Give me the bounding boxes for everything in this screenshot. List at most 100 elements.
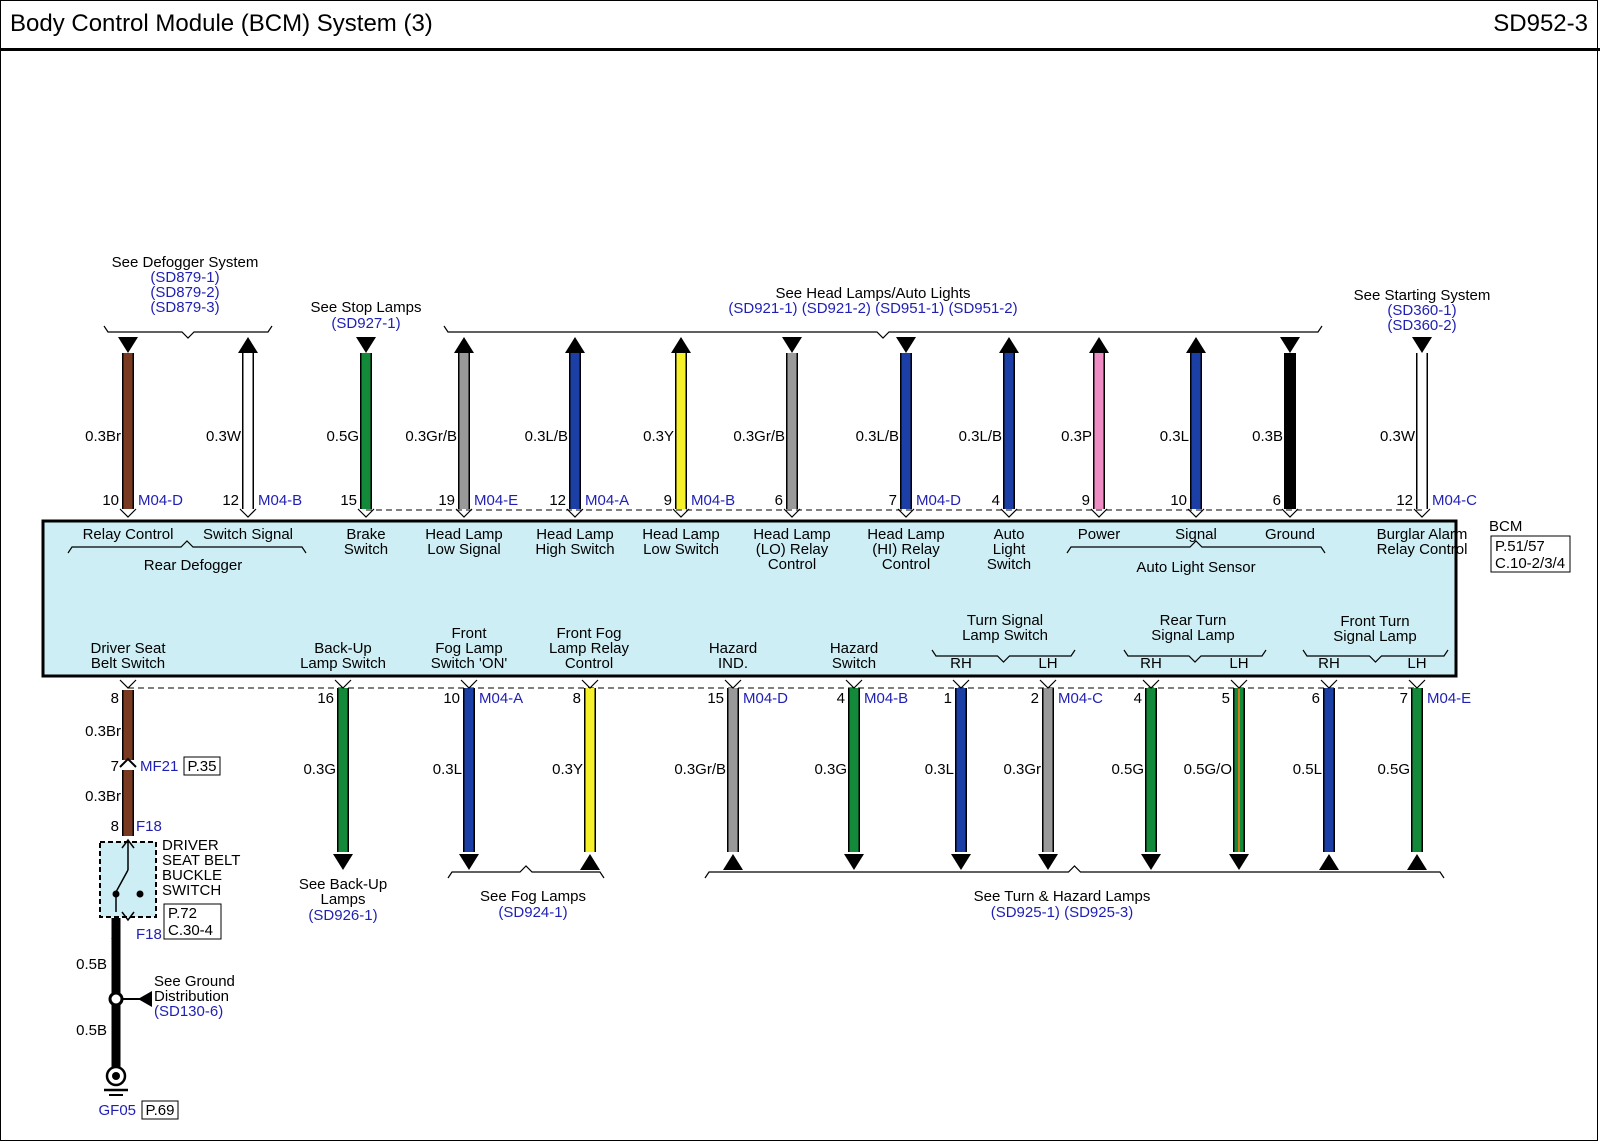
side-label: RH bbox=[1140, 655, 1162, 672]
bottom-arrow-4 bbox=[723, 854, 743, 870]
ref-title-starting-system: See Starting System bbox=[1354, 287, 1491, 304]
top-function-label: Control bbox=[882, 556, 930, 573]
bottom-wire-spec: 0.5G bbox=[1377, 761, 1410, 778]
top-wire-spec: 0.3W bbox=[1380, 428, 1416, 445]
turn-signal-switch-brace bbox=[931, 649, 1076, 663]
seatbelt-spec-2: 0.3Br bbox=[85, 788, 121, 805]
module-connector: C.10-2/3/4 bbox=[1495, 555, 1565, 572]
top-function-label: Low Switch bbox=[643, 541, 719, 558]
top-pin-number: 6 bbox=[1273, 492, 1281, 509]
top-function-label: Signal bbox=[1175, 526, 1217, 543]
rear-turn-brace bbox=[1123, 649, 1267, 663]
top-arrow-3 bbox=[356, 337, 376, 353]
top-pin-number: 12 bbox=[1396, 492, 1413, 509]
switch-pin-top: 8 bbox=[111, 818, 119, 835]
top-function-label: Light bbox=[993, 541, 1026, 558]
side-label: LH bbox=[1229, 655, 1248, 672]
bottom-pin-mark bbox=[952, 679, 970, 689]
bottom-arrow-3 bbox=[580, 854, 600, 870]
page-title: Body Control Module (BCM) System (3) bbox=[10, 10, 433, 37]
top-pin-number: 4 bbox=[992, 492, 1000, 509]
splice-page-box bbox=[183, 756, 221, 776]
bottom-pin-number: 8 bbox=[573, 690, 581, 707]
ref-title-turn-hazard: See Turn & Hazard Lamps bbox=[974, 888, 1151, 905]
bottom-wire-spec: 0.3L bbox=[925, 761, 954, 778]
top-pin-number: 9 bbox=[1082, 492, 1090, 509]
switch-contact bbox=[136, 890, 144, 898]
ref-code-head-lamps: (SD921-1) (SD921-2) (SD951-1) (SD951-2) bbox=[728, 300, 1017, 317]
bottom-pin-number: 4 bbox=[1134, 690, 1142, 707]
top-wire-spec: 0.3L/B bbox=[959, 428, 1002, 445]
top-function-label: (LO) Relay bbox=[756, 541, 829, 558]
top-function-label: Head Lamp bbox=[753, 526, 831, 543]
ground-ref-code: (SD130-6) bbox=[154, 1003, 223, 1020]
bottom-pin-number: 7 bbox=[1400, 690, 1408, 707]
ref-code-starting-system: (SD360-2) bbox=[1387, 317, 1456, 334]
top-pin-number: 15 bbox=[340, 492, 357, 509]
top-function-label: Low Signal bbox=[427, 541, 500, 558]
top-arrow-8 bbox=[896, 337, 916, 353]
bottom-function-label: Control bbox=[565, 655, 613, 672]
module-name: BCM bbox=[1489, 518, 1522, 535]
top-arrow-10 bbox=[1089, 337, 1109, 353]
top-function-label: Head Lamp bbox=[642, 526, 720, 543]
top-pin-mark bbox=[239, 508, 257, 518]
side-label: LH bbox=[1038, 655, 1057, 672]
top-connector-id: M04-B bbox=[258, 492, 302, 509]
top-arrow-2 bbox=[238, 337, 258, 353]
turn-hazard-brace bbox=[704, 865, 1445, 879]
ref-code-stop-lamps: (SD927-1) bbox=[331, 315, 400, 332]
ref-title-fog-lamps: See Fog Lamps bbox=[480, 888, 586, 905]
ground-spec-2: 0.5B bbox=[76, 1022, 107, 1039]
bottom-wire-spec: 0.3Gr/B bbox=[674, 761, 726, 778]
top-function-label: Switch bbox=[987, 556, 1031, 573]
rear-defogger-brace bbox=[67, 540, 307, 554]
top-arrow-11 bbox=[1186, 337, 1206, 353]
top-pin-mark bbox=[455, 508, 473, 518]
ground-page: P.69 bbox=[146, 1102, 175, 1119]
bottom-pin-mark bbox=[334, 679, 352, 689]
top-connector-id: M04-E bbox=[474, 492, 518, 509]
top-function-label: Power bbox=[1078, 526, 1121, 543]
splice-mark bbox=[119, 757, 137, 768]
top-function-label: Head Lamp bbox=[867, 526, 945, 543]
bottom-connector-id: M04-D bbox=[743, 690, 788, 707]
bottom-function-label: Hazard bbox=[709, 640, 757, 657]
seatbelt-pin-top: 8 bbox=[111, 690, 119, 707]
switch-label: SEAT BELT bbox=[162, 852, 240, 869]
side-label: RH bbox=[1318, 655, 1340, 672]
top-arrow-12 bbox=[1280, 337, 1300, 353]
bottom-pin-mark bbox=[845, 679, 863, 689]
switch-label: DRIVER bbox=[162, 837, 219, 854]
bottom-pin-mark bbox=[581, 679, 599, 689]
module-ref-box bbox=[1490, 535, 1571, 573]
top-wire-spec: 0.3B bbox=[1252, 428, 1283, 445]
bottom-function-label: Switch bbox=[832, 655, 876, 672]
top-wire-spec: 0.3L/B bbox=[525, 428, 568, 445]
bottom-group-label: Rear Turn bbox=[1160, 612, 1227, 629]
top-arrow-4 bbox=[454, 337, 474, 353]
ref-title-backup-lamps: Lamps bbox=[320, 891, 365, 908]
bottom-wire-spec: 0.3Y bbox=[552, 761, 583, 778]
ground-ref-arrow bbox=[138, 991, 152, 1007]
ground-ref-title: See Ground bbox=[154, 973, 235, 990]
top-wire-spec: 0.3W bbox=[206, 428, 242, 445]
bottom-pin-mark bbox=[1039, 679, 1057, 689]
ref-code-defogger: (SD879-3) bbox=[150, 299, 219, 316]
top-pin-mark bbox=[1090, 508, 1108, 518]
group-label-rear-defogger: Rear Defogger bbox=[144, 557, 242, 574]
top-pin-number: 10 bbox=[1170, 492, 1187, 509]
seatbelt-pin-mark bbox=[119, 679, 137, 689]
top-pin-mark bbox=[783, 508, 801, 518]
top-function-label: Switch bbox=[344, 541, 388, 558]
top-function-label: Burglar Alarm bbox=[1377, 526, 1468, 543]
fog-lamps-brace bbox=[447, 865, 605, 879]
top-arrow-6 bbox=[671, 337, 691, 353]
top-pin-number: 9 bbox=[664, 492, 672, 509]
ground-splice bbox=[108, 991, 124, 1007]
bottom-pin-number: 10 bbox=[443, 690, 460, 707]
switch-label: SWITCH bbox=[162, 882, 221, 899]
head-lamps-brace bbox=[443, 325, 1323, 339]
side-label: LH bbox=[1407, 655, 1426, 672]
